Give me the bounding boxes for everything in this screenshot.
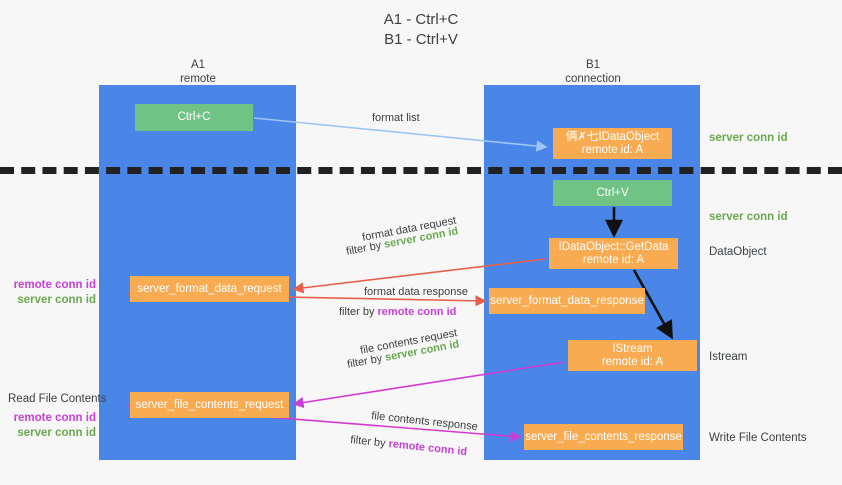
box-idataobject[interactable]: 俩✗七IDataObject remote id: A [553,128,672,159]
caption-format-data-response: format data response [364,286,468,298]
box-idataobject-line1: 俩✗七IDataObject [565,130,660,143]
filter-value-remote-conn-id-2: remote conn id [387,438,468,459]
page-title: A1 - Ctrl+C B1 - Ctrl+V [0,10,842,50]
label-server-conn-id-left-bottom: server conn id [17,427,96,439]
label-dataobject: DataObject [709,246,767,258]
label-write-file-contents: Write File Contents [709,432,807,444]
box-idataobject-getdata[interactable]: IDataObject::GetData remote id: A [549,238,678,269]
label-conn-id-pair-top: remote conn id server conn id [8,278,96,308]
lane-a1-name: A1 [190,59,206,71]
box-getdata-line1: IDataObject::GetData [558,240,669,253]
box-istream-line2: remote id: A [601,355,664,368]
box-istream[interactable]: IStream remote id: A [568,340,697,371]
caption-file-contents-response-filter: filter by remote conn id [349,433,468,460]
label-remote-conn-id-top: remote conn id [13,279,96,291]
label-server-conn-id-mid: server conn id [709,211,788,223]
box-server-format-data-request[interactable]: server_format_data_request [130,276,289,302]
box-istream-line1: IStream [612,342,653,355]
caption-file-contents-response: file contents response [370,409,479,434]
filter-value-remote-conn-id-1: remote conn id [377,306,457,318]
box-server-file-contents-request[interactable]: server_file_contents_request [130,392,289,418]
lane-b1-subtitle: connection [565,73,621,85]
label-server-conn-id-left-top: server conn id [17,294,96,306]
filter-by-text-3: filter by [346,351,387,371]
label-server-conn-id-top: server conn id [709,132,788,144]
box-ctrl-c[interactable]: Ctrl+C [135,104,253,131]
label-conn-id-pair-bottom: remote conn id server conn id [8,411,96,441]
filter-by-text-1: filter by [345,238,386,258]
lane-b1-header: B1 connection [525,58,661,86]
lane-b1-name: B1 [585,59,601,71]
box-ctrl-v[interactable]: Ctrl+V [553,180,672,206]
phase-divider [0,167,842,174]
label-remote-conn-id-bottom: remote conn id [13,412,96,424]
box-idataobject-line2: remote id: A [581,143,644,156]
filter-by-text-4: filter by [349,433,390,450]
label-istream: Istream [709,351,748,363]
box-server-file-contents-response[interactable]: server_file_contents_response [524,424,683,450]
filter-by-text-2: filter by [339,306,378,318]
title-line-1: A1 - Ctrl+C [383,11,459,28]
label-read-file-contents: Read File Contents [8,393,107,405]
box-getdata-line2: remote id: A [582,253,645,266]
lane-a1-header: A1 remote [130,58,266,86]
lane-a1-subtitle: remote [180,73,216,85]
box-server-format-data-response[interactable]: server_format_data_response [489,288,645,314]
caption-format-list: format list [372,112,420,124]
caption-format-data-response-filter: filter by remote conn id [339,305,456,320]
title-line-2: B1 - Ctrl+V [384,31,458,48]
